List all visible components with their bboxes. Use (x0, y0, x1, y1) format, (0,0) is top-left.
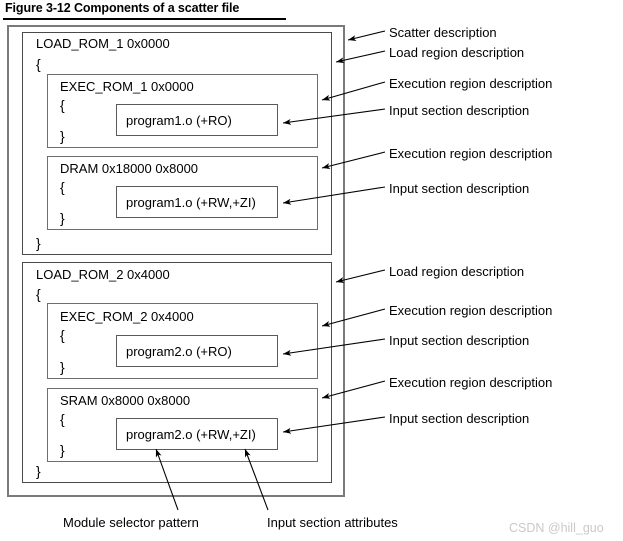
exec-region-2-open-brace: { (60, 179, 65, 195)
exec-region-2-header: DRAM 0x18000 0x8000 (60, 161, 199, 176)
annotation-execution-region-description-3: Execution region description (389, 303, 553, 318)
leader-scatter-description (347, 30, 386, 42)
exec-region-1-close-brace: } (60, 128, 65, 144)
exec-region-1-open-brace: { (60, 97, 65, 113)
annotation-input-section-description-3: Input section description (389, 333, 530, 348)
load-region-2-close-brace: } (36, 463, 41, 479)
exec-region-3-close-brace: } (60, 359, 65, 375)
load-region-2-header: LOAD_ROM_2 0x4000 (36, 267, 170, 282)
input-section-3-label: program2.o (+RO) (126, 344, 232, 359)
exec-region-1-header: EXEC_ROM_1 0x0000 (60, 79, 194, 94)
annotation-load-region-description-1: Load region description (389, 45, 525, 60)
input-section-4-box (116, 418, 278, 450)
figure-title-underline (3, 18, 286, 20)
exec-region-4-header: SRAM 0x8000 0x8000 (60, 393, 191, 408)
input-section-3-box (116, 335, 278, 367)
exec-region-4-close-brace: } (60, 442, 65, 458)
annotation-execution-region-description-1: Execution region description (389, 76, 553, 91)
annotation-input-section-description-4: Input section description (389, 411, 530, 426)
input-section-2-label: program1.o (+RW,+ZI) (126, 195, 256, 210)
input-section-4-label: program2.o (+RW,+ZI) (126, 427, 256, 442)
annotation-input-section-description-1: Input section description (389, 103, 530, 118)
annotation-load-region-description-2: Load region description (389, 264, 525, 279)
load-region-1-header: LOAD_ROM_1 0x0000 (36, 36, 170, 51)
annotation-scatter-description: Scatter description (389, 25, 497, 40)
exec-region-2-close-brace: } (60, 210, 65, 226)
annotation-input-section-description-2: Input section description (389, 181, 530, 196)
annotation-execution-region-description-2: Execution region description (389, 146, 553, 161)
annotation-module-selector-pattern: Module selector pattern (63, 515, 199, 530)
load-region-1-close-brace: } (36, 235, 41, 251)
exec-region-3-open-brace: { (60, 327, 65, 343)
annotation-input-section-attributes: Input section attributes (267, 515, 398, 530)
exec-region-3-header: EXEC_ROM_2 0x4000 (60, 309, 194, 324)
load-region-1-open-brace: { (36, 56, 41, 72)
figure-title: Figure 3-12 Components of a scatter file (5, 1, 240, 15)
input-section-1-label: program1.o (+RO) (126, 113, 232, 128)
annotation-execution-region-description-4: Execution region description (389, 375, 553, 390)
watermark-text: CSDN @hill_guo (509, 521, 604, 535)
exec-region-4-open-brace: { (60, 411, 65, 427)
load-region-2-open-brace: { (36, 286, 41, 302)
input-section-2-box (116, 186, 278, 218)
input-section-1-box (116, 104, 278, 136)
